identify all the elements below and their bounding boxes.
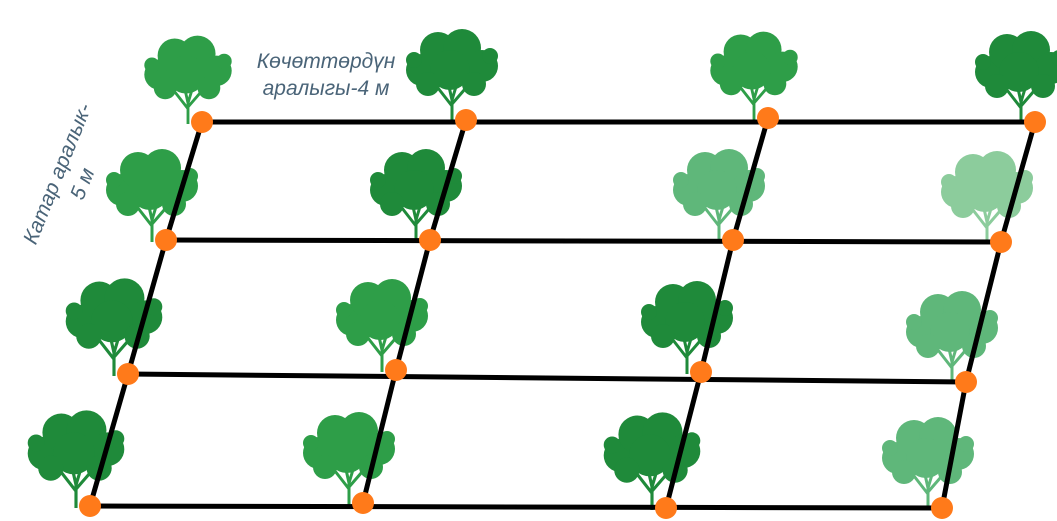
planting-point-icon-r1-c2 (455, 109, 477, 131)
plant-spacing-label: Көчөттөрдүн аралыгы-4 м (246, 48, 406, 102)
column-line-c3-seg1 (730, 115, 771, 243)
tree-icon-r2-c2 (368, 147, 464, 244)
planting-point-icon-r3-c2 (385, 359, 407, 381)
column-line-c3-seg2 (698, 237, 736, 375)
planting-point-icon-r3-c1 (117, 363, 139, 385)
planting-point-icon-r4-c2 (352, 492, 374, 514)
planting-point-icon-r2-c2 (419, 229, 441, 251)
tree-icon-r1-c2 (404, 27, 500, 124)
planting-point-icon-r2-c1 (155, 229, 177, 251)
row-line-4 (87, 503, 945, 511)
plant-spacing-label-line2: аралыгы-4 м (262, 77, 390, 100)
planting-point-icon-r4-c3 (655, 497, 677, 519)
tree-icon-r2-c1 (104, 147, 200, 244)
column-line-c4-seg1 (998, 119, 1038, 245)
tree-icon-r3-c1 (64, 276, 164, 378)
column-line-c2-seg1 (427, 117, 469, 243)
column-line-c1-seg1 (163, 119, 205, 243)
column-line-c1-seg3 (87, 371, 131, 509)
planting-point-icon-r2-c4 (990, 231, 1012, 253)
column-line-c3-seg3 (663, 369, 704, 511)
planting-point-icon-r4-c4 (931, 497, 953, 519)
column-line-c2-seg3 (360, 367, 399, 506)
tree-icon-r2-c4 (939, 149, 1035, 246)
planting-point-icon-r2-c3 (722, 229, 744, 251)
planting-point-icon-r3-c3 (690, 361, 712, 383)
column-line-c4-seg2 (963, 239, 1004, 385)
tree-icon-r4-c4 (880, 415, 976, 512)
column-line-c2-seg2 (393, 237, 433, 373)
tree-icon-r2-c3 (671, 147, 767, 244)
tree-icon-r1-c3 (708, 30, 800, 122)
planting-point-icon-r1-c3 (757, 107, 779, 129)
planting-point-icon-r3-c4 (955, 371, 977, 393)
plant-spacing-label-line1: Көчөттөрдүн (256, 50, 396, 73)
column-line-c4-seg3 (939, 379, 969, 511)
row-line-2 (163, 237, 1004, 245)
row-line-3 (125, 371, 969, 385)
tree-icon-r1-c1 (142, 34, 234, 126)
planting-point-icon-r4-c1 (79, 495, 101, 517)
tree-icon-r1-c4 (973, 29, 1057, 126)
tree-icon-r4-c1 (26, 408, 126, 510)
column-line-c1-seg2 (125, 237, 169, 377)
planting-point-icon-r1-c4 (1024, 111, 1046, 133)
planting-point-icon-r1-c1 (191, 111, 213, 133)
